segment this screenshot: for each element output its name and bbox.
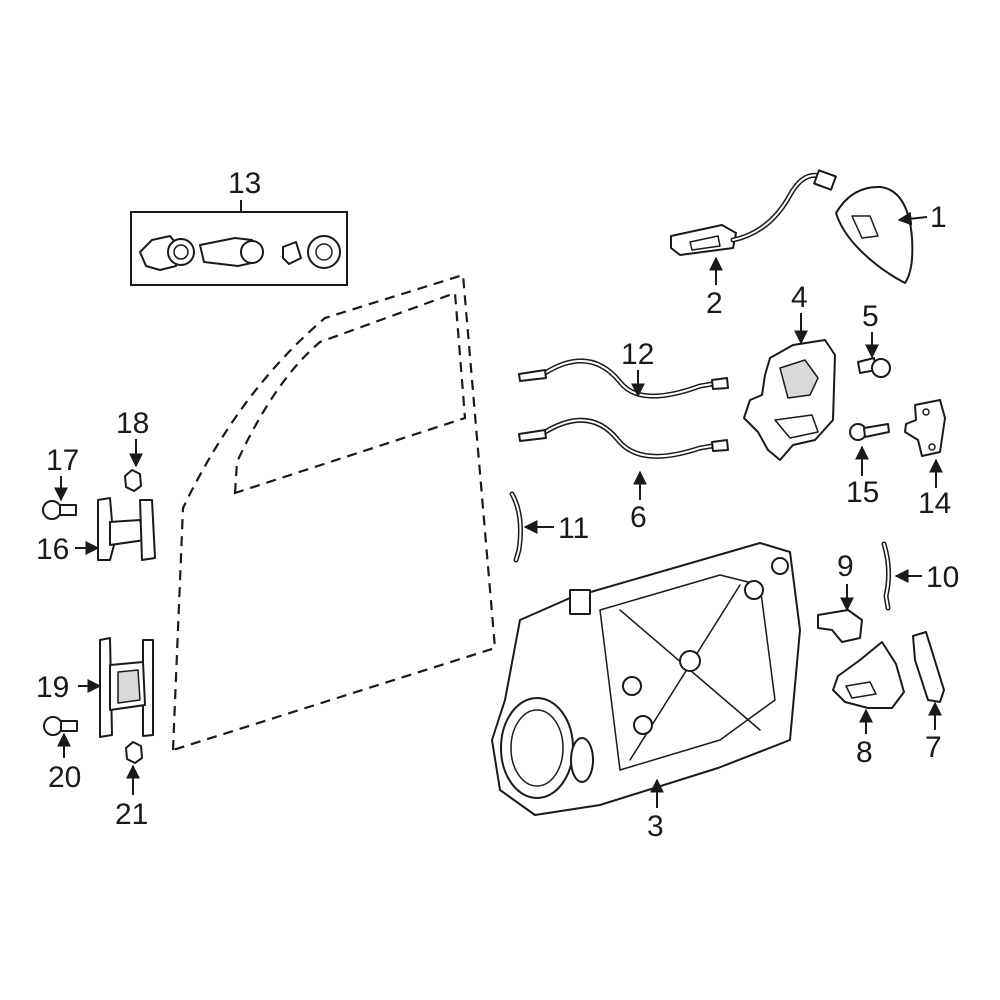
callout-19: 19 [36, 671, 69, 704]
callout-2: 2 [706, 287, 723, 320]
callout-12: 12 [621, 338, 654, 371]
latch-rod-left [509, 491, 523, 563]
door-latch [743, 339, 836, 461]
callout-16: 16 [36, 533, 69, 566]
callout-4: 4 [791, 281, 808, 314]
handle-base-with-harness [670, 169, 837, 256]
callout-1: 1 [930, 201, 947, 234]
leader-lines [54, 200, 943, 808]
callout-17: 17 [46, 444, 79, 477]
hinge-nut-lower [125, 741, 143, 764]
callout-9: 9 [837, 550, 854, 583]
callout-21: 21 [115, 798, 148, 831]
latch-cable-lower [518, 417, 729, 459]
callout-3: 3 [647, 810, 664, 843]
upper-door-hinge [97, 497, 156, 561]
inside-handle-bracket [832, 641, 905, 709]
callout-7: 7 [925, 731, 942, 764]
callout-13: 13 [228, 167, 261, 200]
striker-bolt [849, 423, 890, 441]
lock-cylinder-kit [130, 211, 348, 286]
window-regulator-carrier [491, 542, 801, 816]
callout-8: 8 [856, 736, 873, 769]
callout-10: 10 [926, 561, 959, 594]
callout-18: 18 [116, 407, 149, 440]
hinge-bolt-upper [42, 500, 77, 520]
hinge-bolt-lower [43, 716, 78, 736]
callout-14: 14 [918, 487, 951, 520]
callout-20: 20 [48, 761, 81, 794]
outside-door-handle [835, 185, 914, 284]
callout-5: 5 [862, 300, 879, 333]
door-outline [171, 273, 497, 752]
callout-11: 11 [558, 512, 589, 545]
latch-cable-upper [518, 358, 729, 399]
hinge-nut-upper [124, 469, 142, 492]
door-striker [904, 399, 946, 457]
callout-labels: 13 1 2 4 5 12 6 15 14 11 10 9 8 7 3 18 1… [36, 167, 959, 843]
side-bracket [912, 631, 945, 703]
callout-6: 6 [630, 501, 647, 534]
lower-door-hinge [99, 637, 154, 738]
callout-15: 15 [846, 476, 879, 509]
rod-clip [817, 609, 863, 643]
latch-rod-right [881, 541, 892, 611]
latch-bolt [857, 357, 891, 378]
